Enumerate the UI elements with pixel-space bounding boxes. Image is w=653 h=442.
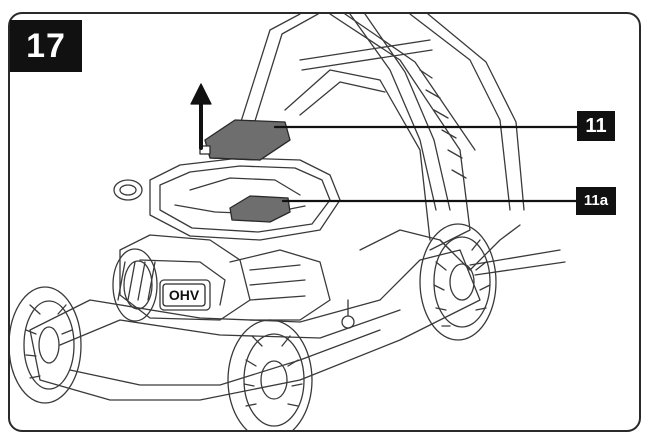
wheel-rear-right xyxy=(419,223,497,341)
callout-11: 11 xyxy=(577,111,615,141)
leader-lines xyxy=(273,125,579,203)
mower-deck xyxy=(29,224,566,401)
callout-11a: 11a xyxy=(576,187,616,215)
grass-catcher xyxy=(284,14,476,251)
wheel-front-left xyxy=(10,286,82,404)
engine-label: OHV xyxy=(169,287,200,303)
figure-frame xyxy=(8,12,641,432)
engine-cover xyxy=(113,157,341,241)
handle-frame xyxy=(231,14,525,211)
wheel-rear-left xyxy=(112,248,158,322)
engine-label-plate: OHV xyxy=(162,283,206,307)
figure-number: 17 xyxy=(10,20,82,72)
wheel-front-right xyxy=(227,319,313,430)
motor-block xyxy=(117,234,331,321)
battery-11 xyxy=(199,119,291,161)
battery-11a xyxy=(229,195,291,223)
up-arrow-icon xyxy=(190,83,212,150)
